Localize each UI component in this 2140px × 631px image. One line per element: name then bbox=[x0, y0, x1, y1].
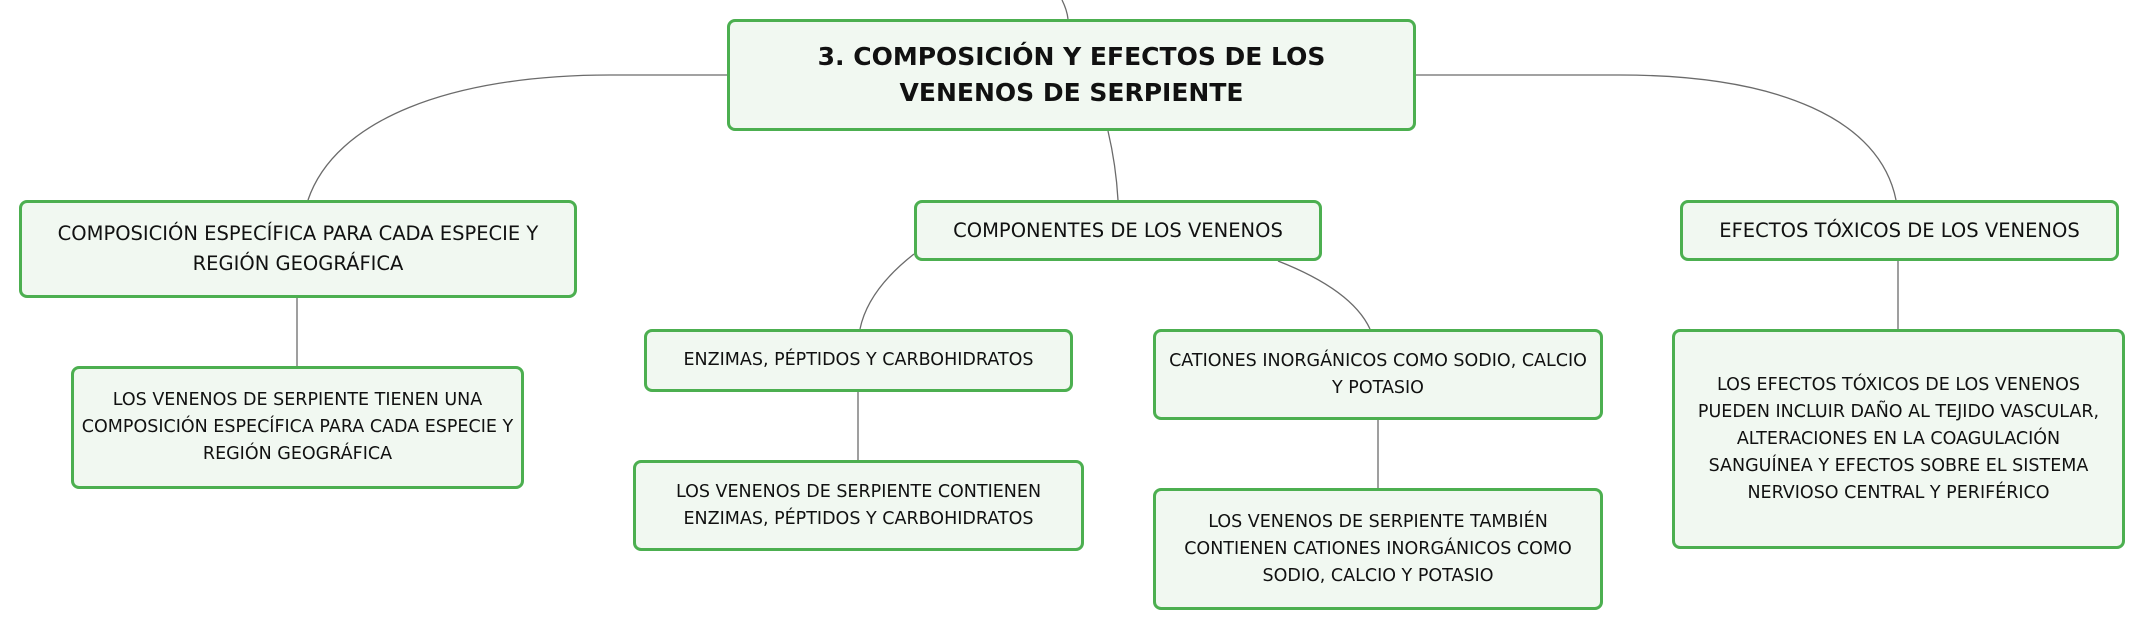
detail-text: LOS VENENOS DE SERPIENTE CONTIENEN ENZIM… bbox=[675, 481, 1042, 529]
detail-cationes[interactable]: LOS VENENOS DE SERPIENTE TAMBIÉN CONTIEN… bbox=[1153, 488, 1603, 610]
connector-root-composicion bbox=[307, 74, 727, 201]
detail-enzimas[interactable]: LOS VENENOS DE SERPIENTE CONTIENEN ENZIM… bbox=[633, 460, 1084, 551]
subtopic-label: ENZIMAS, PÉPTIDOS Y CARBOHIDRATOS bbox=[683, 350, 1034, 370]
root-topic-title: 3. COMPOSICIÓN Y EFECTOS DE LOS VENENOS … bbox=[817, 42, 1326, 107]
topic-efectos-toxicos[interactable]: EFECTOS TÓXICOS DE LOS VENENOS bbox=[1680, 200, 2119, 261]
connector-parent-root bbox=[1061, 0, 1069, 20]
topic-label: EFECTOS TÓXICOS DE LOS VENENOS bbox=[1719, 218, 2080, 242]
connector-root-componentes bbox=[1107, 130, 1119, 201]
connector-componentes-cationes bbox=[1277, 260, 1371, 330]
detail-efectos[interactable]: LOS EFECTOS TÓXICOS DE LOS VENENOS PUEDE… bbox=[1672, 329, 2125, 549]
subtopic-cationes-inorganicos[interactable]: CATIONES INORGÁNICOS COMO SODIO, CALCIO … bbox=[1153, 329, 1603, 420]
detail-composicion[interactable]: LOS VENENOS DE SERPIENTE TIENEN UNA COMP… bbox=[71, 366, 524, 489]
subtopic-enzimas-peptidos[interactable]: ENZIMAS, PÉPTIDOS Y CARBOHIDRATOS bbox=[644, 329, 1073, 392]
detail-text: LOS VENENOS DE SERPIENTE TAMBIÉN CONTIEN… bbox=[1184, 511, 1572, 586]
topic-label: COMPONENTES DE LOS VENENOS bbox=[953, 218, 1283, 242]
connector-root-efectos bbox=[1416, 74, 1897, 201]
topic-componentes-venenos[interactable]: COMPONENTES DE LOS VENENOS bbox=[914, 200, 1322, 261]
detail-text: LOS VENENOS DE SERPIENTE TIENEN UNA COMP… bbox=[81, 390, 514, 464]
topic-composicion-especifica[interactable]: COMPOSICIÓN ESPECÍFICA PARA CADA ESPECIE… bbox=[19, 200, 577, 298]
subtopic-label: CATIONES INORGÁNICOS COMO SODIO, CALCIO … bbox=[1169, 350, 1587, 398]
topic-label: COMPOSICIÓN ESPECÍFICA PARA CADA ESPECIE… bbox=[57, 222, 539, 275]
detail-text: LOS EFECTOS TÓXICOS DE LOS VENENOS PUEDE… bbox=[1697, 374, 2100, 503]
root-topic-node[interactable]: 3. COMPOSICIÓN Y EFECTOS DE LOS VENENOS … bbox=[727, 19, 1416, 131]
connector-componentes-enzimas bbox=[859, 253, 915, 330]
